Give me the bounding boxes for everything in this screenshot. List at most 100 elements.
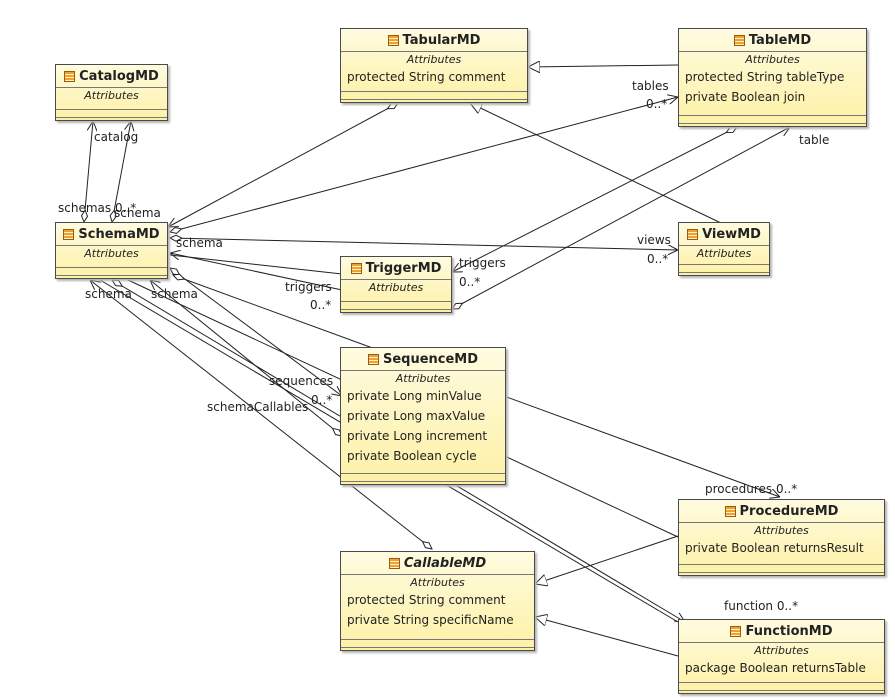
attributes-heading: Attributes (406, 53, 462, 66)
attribute: private Long minValue (347, 389, 482, 403)
class-icon (387, 34, 399, 46)
class-icon (350, 262, 362, 274)
class-name: TabularMD (402, 32, 481, 48)
class-proceduremd[interactable]: ProcedureMD Attributes private Boolean r… (678, 499, 885, 576)
class-catalogmd[interactable]: CatalogMD Attributes (55, 64, 168, 121)
role-label-schema-tabular: schema (176, 236, 223, 250)
role-label-procedures: procedures 0..* (705, 482, 798, 496)
multiplicity-views: 0..* (647, 252, 669, 266)
gen-table-tabular (528, 65, 679, 67)
operations-compartment (679, 264, 769, 273)
operations-compartment (341, 639, 534, 648)
attribute: protected String comment (347, 593, 506, 607)
role-label-views: views (637, 233, 671, 247)
class-icon (733, 34, 745, 46)
role-label-schemas: schemas 0..* (58, 201, 137, 215)
class-name: ProcedureMD (739, 503, 839, 519)
assoc-callable-schema (90, 280, 432, 549)
role-label-tables: tables (632, 79, 669, 93)
attributes-heading: Attributes (754, 524, 809, 537)
class-header: CallableMD (341, 552, 534, 575)
role-label-triggers-schema: triggers (285, 280, 332, 294)
class-tabularmd[interactable]: TabularMD Attributes protected String co… (340, 28, 528, 103)
class-name: TriggerMD (365, 260, 442, 276)
operations-compartment (679, 564, 884, 573)
assoc-schema-tables (170, 97, 678, 232)
gen-procedure-callable (535, 535, 679, 584)
role-label-schema-catalog: schema (114, 206, 161, 220)
attributes-heading: Attributes (754, 644, 809, 657)
attributes-heading: Attributes (368, 281, 424, 294)
operations-compartment (679, 682, 884, 691)
class-callablemd[interactable]: CallableMD Attributes protected String c… (340, 551, 535, 651)
class-name: CallableMD (403, 555, 487, 571)
attribute: private String specificName (347, 613, 514, 627)
attributes-heading: Attributes (696, 247, 752, 260)
multiplicity-sequences: 0..* (311, 393, 333, 407)
assoc-trigger-table (452, 127, 790, 309)
role-label-schema-function: schema (151, 287, 198, 301)
role-label-table: table (799, 133, 830, 147)
class-schemamd[interactable]: SchemaMD Attributes (55, 222, 168, 279)
attribute: package Boolean returnsTable (685, 661, 866, 675)
class-header: TabularMD (341, 29, 527, 52)
class-icon (64, 70, 76, 82)
assoc-tabular-schema (168, 103, 398, 227)
multiplicity-triggers-schema: 0..* (310, 298, 332, 312)
assoc-schema-views (170, 238, 678, 250)
class-name: TableMD (748, 32, 812, 48)
role-label-triggers-table: triggers (459, 256, 506, 270)
role-label-function: function 0..* (724, 599, 799, 613)
class-name: SchemaMD (78, 226, 160, 242)
class-icon (388, 557, 400, 569)
operations-compartment (341, 91, 527, 100)
class-name: FunctionMD (745, 623, 833, 639)
attribute: private Boolean join (685, 90, 806, 104)
class-triggermd[interactable]: TriggerMD Attributes (340, 256, 452, 313)
class-viewmd[interactable]: ViewMD Attributes (678, 222, 770, 276)
class-icon (724, 505, 736, 517)
role-label-sequences: sequences (269, 374, 334, 388)
class-header: ProcedureMD (679, 500, 884, 523)
attribute: private Boolean cycle (347, 449, 477, 463)
class-header: CatalogMD (56, 65, 167, 88)
operations-compartment (341, 473, 505, 482)
assoc-schema-catalog-b (112, 121, 131, 222)
attribute: private Boolean returnsResult (685, 541, 864, 555)
class-icon (730, 625, 742, 637)
class-tablemd[interactable]: TableMD Attributes protected String tabl… (678, 28, 867, 127)
attributes-heading: Attributes (395, 372, 451, 385)
class-icon (63, 228, 75, 240)
class-header: SchemaMD (56, 223, 167, 246)
role-label-schema-procedure: schema (85, 287, 132, 301)
class-header: FunctionMD (679, 620, 884, 643)
attribute: protected String tableType (685, 70, 845, 84)
attributes-heading: Attributes (410, 576, 465, 589)
operations-compartment (56, 267, 167, 276)
role-label-catalog: catalog (94, 130, 139, 144)
operations-compartment (56, 109, 167, 118)
class-name: ViewMD (702, 226, 761, 242)
operations-compartment (679, 115, 866, 124)
class-icon (367, 353, 379, 365)
multiplicity-tables: 0..* (646, 97, 668, 111)
gen-function-callable (535, 617, 679, 657)
class-name: SequenceMD (382, 351, 479, 367)
class-header: ViewMD (679, 223, 769, 246)
attribute: protected String comment (347, 70, 506, 84)
attribute: private Long maxValue (347, 409, 486, 423)
assoc-schema-catalog-a (84, 121, 93, 222)
multiplicity-triggers-table: 0..* (459, 275, 481, 289)
class-header: TriggerMD (341, 257, 451, 280)
attributes-heading: Attributes (745, 53, 800, 66)
role-label-schemacallables: schemaCallables (207, 400, 309, 414)
class-sequencemd[interactable]: SequenceMD Attributes private Long minVa… (340, 347, 506, 485)
attribute: private Long increment (347, 429, 488, 443)
class-name: CatalogMD (79, 68, 159, 84)
class-header: SequenceMD (341, 348, 505, 371)
class-icon (687, 228, 699, 240)
class-functionmd[interactable]: FunctionMD Attributes package Boolean re… (678, 619, 885, 694)
attributes-heading: Attributes (84, 247, 139, 260)
class-header: TableMD (679, 29, 866, 52)
operations-compartment (341, 301, 451, 310)
